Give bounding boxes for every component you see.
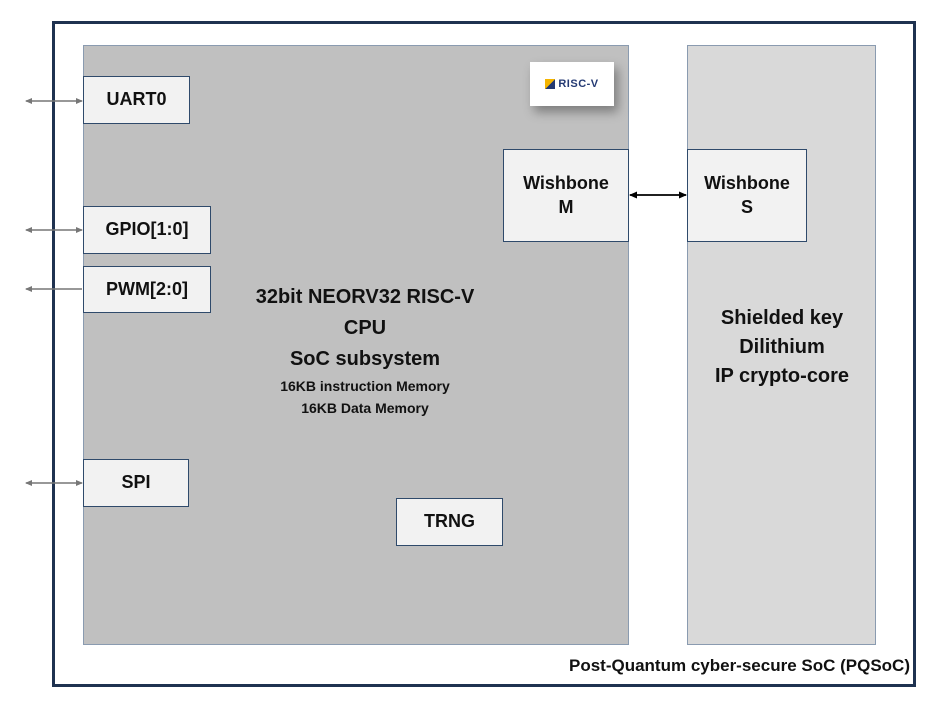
dilithium-core-block — [687, 45, 876, 645]
cpu-title-line2: CPU — [343, 317, 387, 339]
cpu-subsystem-block — [83, 45, 629, 645]
risc-v-logo: RISC-V — [530, 62, 614, 106]
soc-caption: Post-Quantum cyber-secure SoC (PQSoC) — [568, 656, 910, 675]
wishbone-slave-line1: Wishbone — [704, 173, 790, 194]
crypto-core-line1: Shielded key — [720, 307, 844, 329]
spi-label: SPI — [121, 472, 151, 493]
trng-block: TRNG — [396, 498, 503, 546]
crypto-core-description: Shielded key Dilithium IP crypto-core — [690, 304, 874, 391]
trng-label: TRNG — [424, 511, 475, 532]
wishbone-slave-block: Wishbone S — [687, 149, 807, 242]
uart0-block: UART0 — [83, 76, 190, 124]
pwm-block: PWM[2:0] — [83, 266, 211, 313]
cpu-title-line1: 32bit NEORV32 RISC-V — [255, 286, 475, 308]
gpio-block: GPIO[1:0] — [83, 206, 211, 254]
cpu-memory-line1: 16KB instruction Memory — [280, 378, 450, 394]
wishbone-master-line1: Wishbone — [523, 173, 609, 194]
cpu-memory-line2: 16KB Data Memory — [301, 400, 429, 416]
risc-v-logo-mark-icon — [545, 79, 556, 89]
wishbone-master-line2: M — [558, 196, 574, 217]
wishbone-master-block: Wishbone M — [503, 149, 629, 242]
cpu-description: 32bit NEORV32 RISC-V CPU SoC subsystem 1… — [200, 282, 530, 419]
pwm-label: PWM[2:0] — [106, 278, 188, 299]
risc-v-logo-text: RISC-V — [558, 78, 599, 90]
crypto-core-line3: IP crypto-core — [714, 365, 850, 387]
crypto-core-line2: Dilithium — [739, 336, 825, 358]
cpu-title-line3: SoC subsystem — [289, 348, 441, 370]
spi-block: SPI — [83, 459, 189, 507]
gpio-label: GPIO[1:0] — [105, 219, 189, 240]
wishbone-slave-line2: S — [740, 196, 753, 217]
uart0-label: UART0 — [106, 89, 167, 110]
